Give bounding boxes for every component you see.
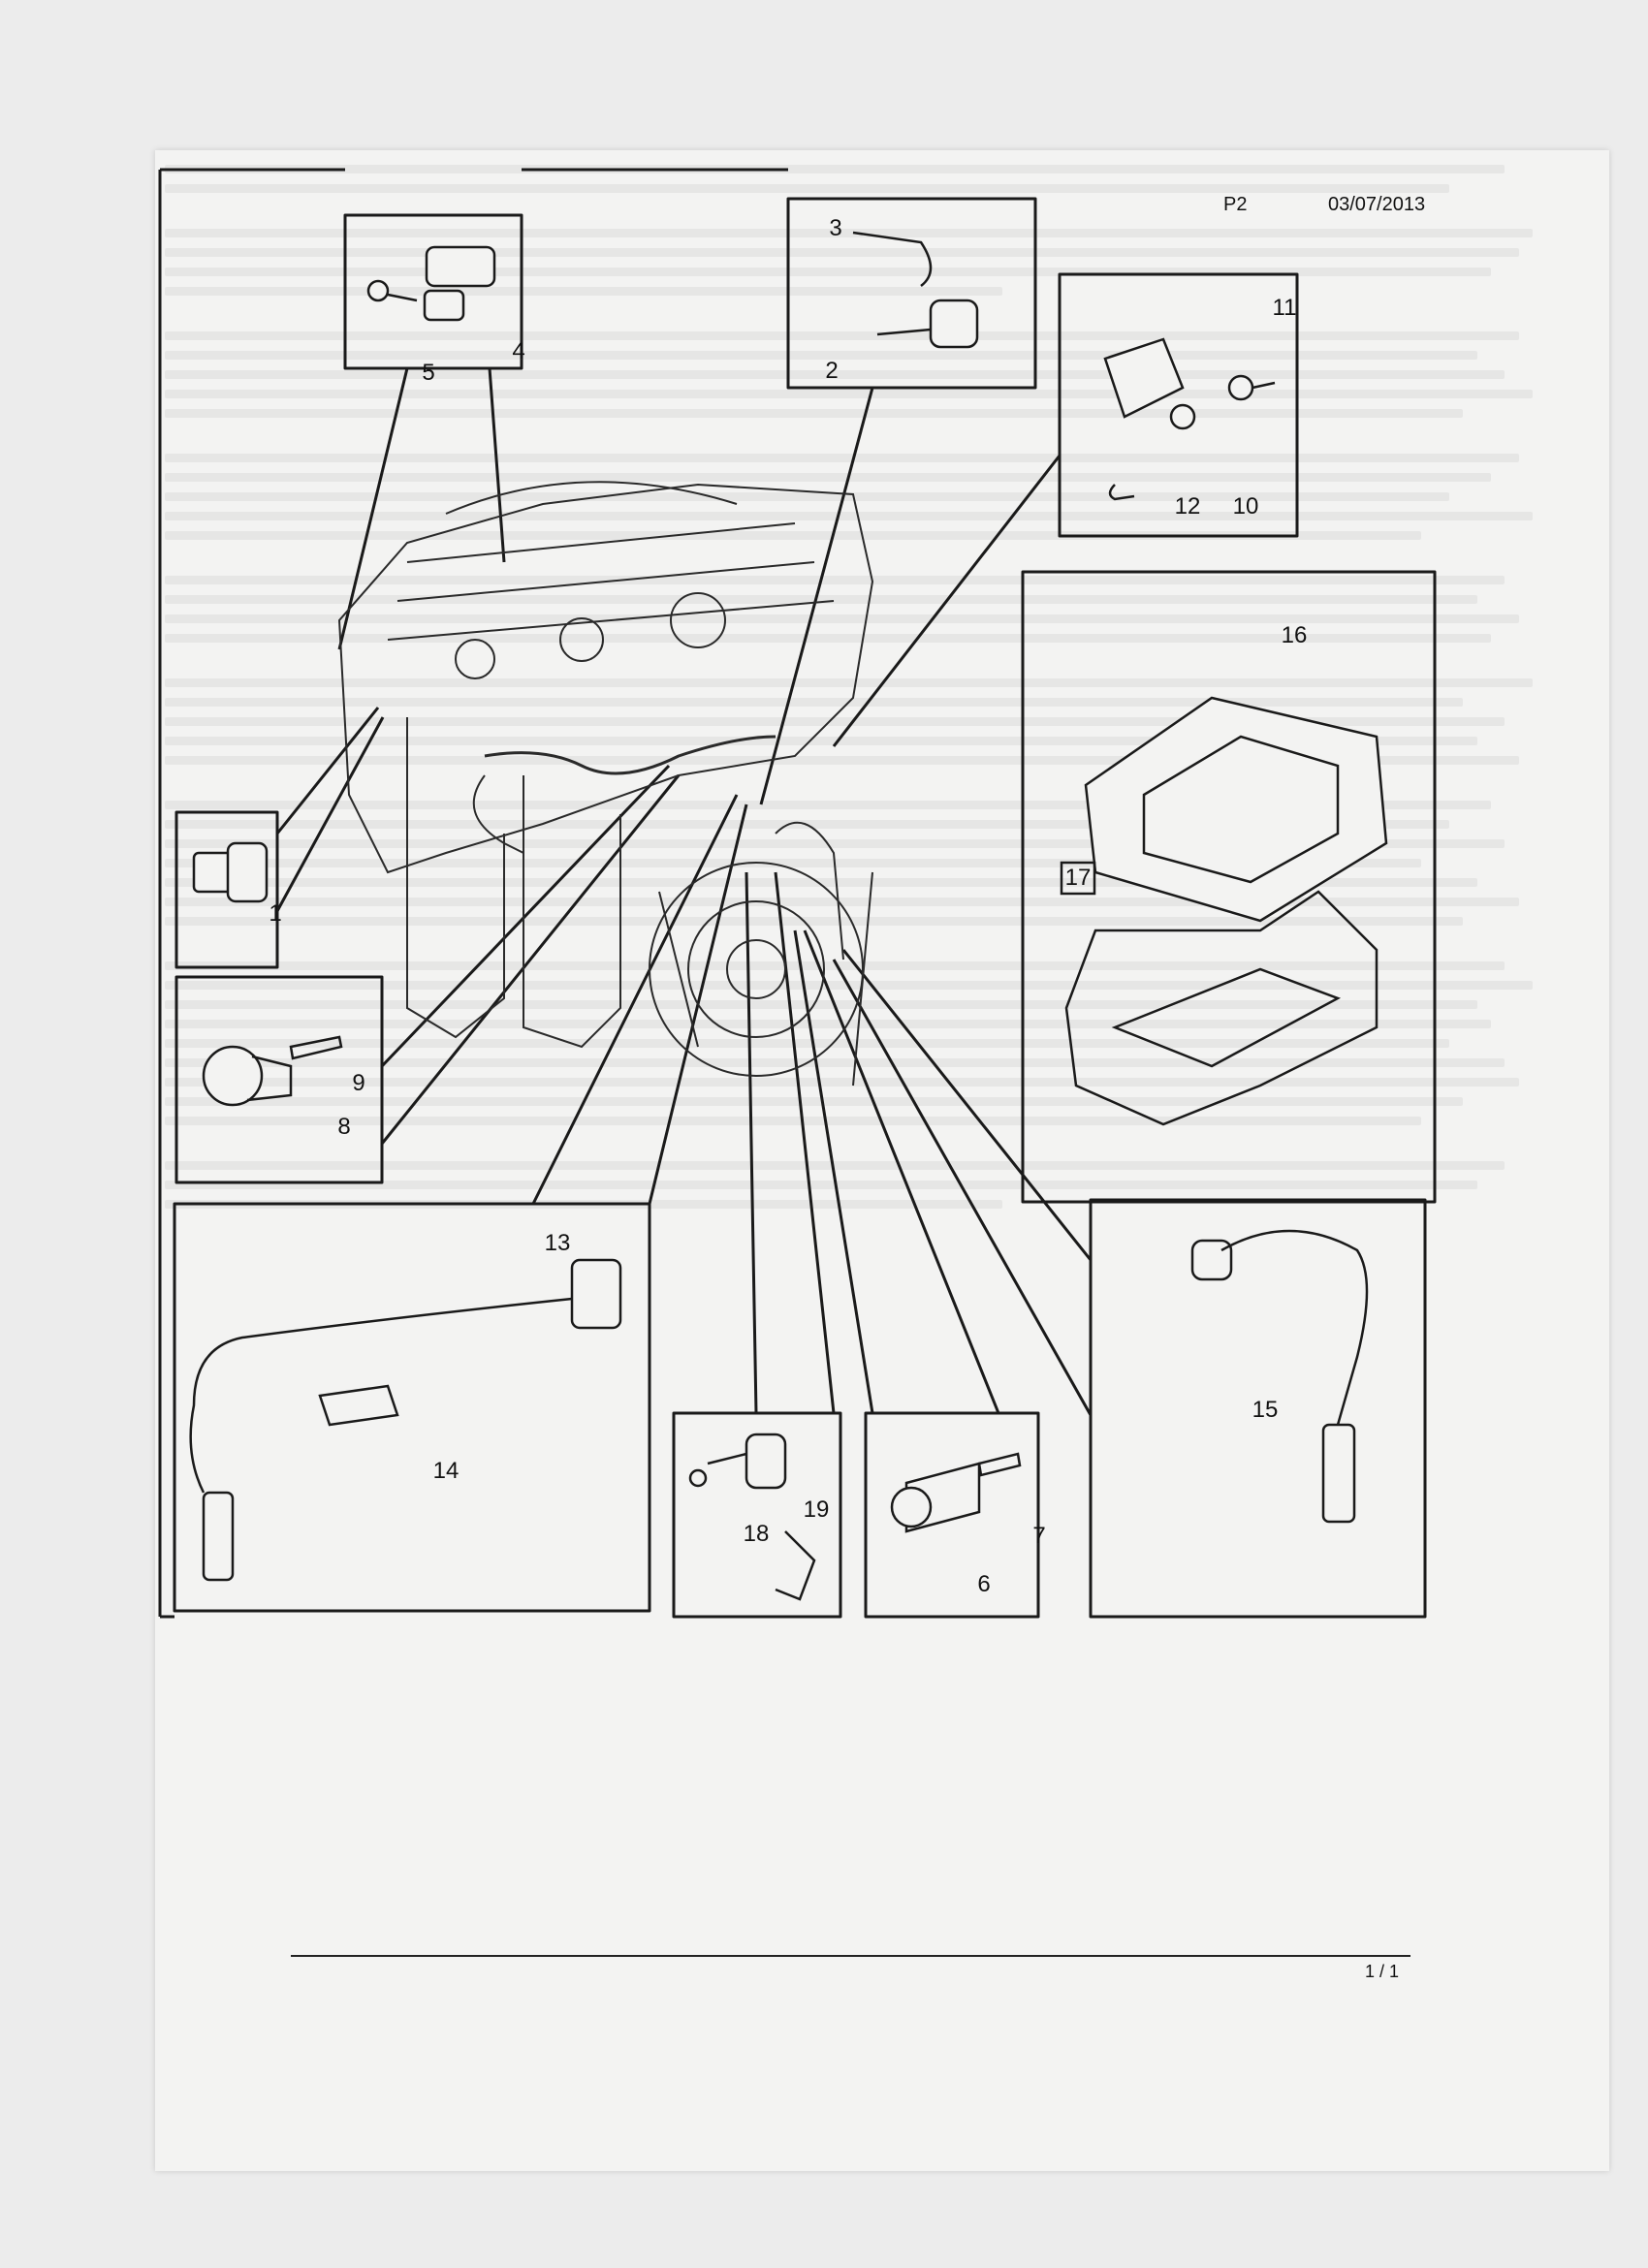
footer-rule [291, 1955, 1410, 1957]
callout-4: 4 [512, 338, 524, 364]
callout-11: 11 [1273, 295, 1297, 321]
box-16-17 [1021, 570, 1437, 1204]
header-date: 03/07/2013 [1328, 194, 1426, 215]
leader-1 [275, 707, 385, 912]
engine-illustration [337, 481, 874, 1087]
part-icons [189, 231, 1388, 1601]
callout-10: 10 [1233, 493, 1259, 520]
scanned-page [155, 150, 1609, 2171]
leader-15 [832, 949, 1093, 1416]
part-18-sensor-icon [688, 1433, 787, 1490]
callout-9: 9 [352, 1070, 364, 1096]
part-10-map-sensor-icon [1103, 337, 1196, 430]
callout-13: 13 [545, 1230, 571, 1256]
part-2-sensor-icon [876, 299, 979, 349]
part-9-bolt-icon [289, 1035, 343, 1060]
leader-6-7 [793, 929, 1000, 1414]
box-8-9 [174, 975, 384, 1184]
box-6-7 [864, 1411, 1040, 1619]
box-18-19 [672, 1411, 842, 1619]
part-7-bolt-icon [977, 1452, 1022, 1477]
callout-2: 2 [825, 358, 838, 384]
leader-18 [745, 871, 836, 1414]
part-4-cam-sensor-icon [423, 245, 496, 322]
box-10-12 [1058, 272, 1299, 538]
box-2-3 [786, 197, 1037, 390]
header-code: P2 [1223, 194, 1248, 215]
part-11-bolt-icon [1227, 374, 1276, 401]
part-12-oring-icon [1108, 484, 1135, 501]
callout-3: 3 [829, 215, 841, 241]
callout-17-box [1060, 861, 1096, 896]
callout-16: 16 [1282, 622, 1308, 648]
leader-13 [531, 794, 748, 1205]
part-3-clip-icon [852, 231, 933, 287]
leader-8-9 [380, 764, 681, 1145]
part-13-oxygen-sensor-icon [570, 1258, 622, 1330]
box-1-frame [174, 810, 279, 969]
page-number: 1 / 1 [1365, 1962, 1400, 1981]
callout-1: 1 [269, 900, 281, 927]
callout-6: 6 [977, 1571, 990, 1597]
part-14-clip-icon [318, 1384, 399, 1427]
callout-15: 15 [1252, 1397, 1279, 1423]
leader-4-5 [337, 367, 506, 650]
part-16-ecu-icon [1084, 696, 1388, 923]
part-17-bracket-icon [1064, 890, 1379, 1126]
callout-labels: 1 2 3 4 5 6 7 8 9 10 11 12 13 14 15 16 1… [269, 215, 1307, 1597]
part-19-clip-icon [775, 1530, 816, 1601]
part-13-wire-icon [189, 1297, 573, 1582]
callout-12: 12 [1175, 493, 1201, 520]
part-15-oxygen-sensor-icon [1190, 1229, 1369, 1524]
box-4-5 [343, 213, 523, 370]
leader-10 [832, 455, 1062, 747]
leader-2 [759, 387, 874, 805]
callout-5: 5 [422, 360, 434, 386]
box-13-14 [173, 1202, 651, 1613]
callout-8: 8 [337, 1114, 350, 1140]
callout-14: 14 [433, 1458, 460, 1484]
callout-7: 7 [1032, 1523, 1045, 1549]
callout-19: 19 [804, 1496, 830, 1523]
part-6-sensor-icon [890, 1462, 981, 1533]
callout-18: 18 [744, 1521, 770, 1547]
part-8-knock-sensor-icon [202, 1045, 293, 1107]
outer-frame [155, 165, 341, 225]
callout-17: 17 [1065, 865, 1092, 891]
part-1-pressure-switch-icon [192, 841, 269, 903]
part-5-bolt-icon [366, 279, 418, 302]
